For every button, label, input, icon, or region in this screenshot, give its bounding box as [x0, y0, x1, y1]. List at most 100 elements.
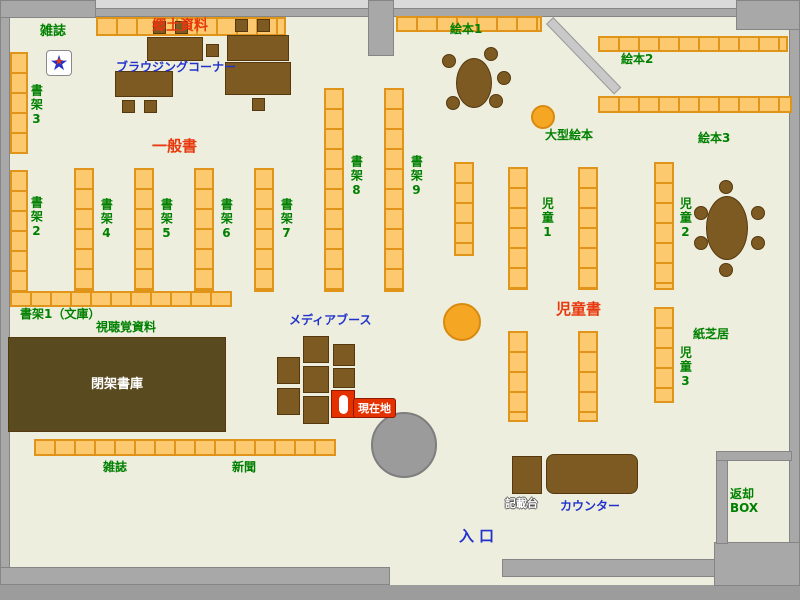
picture-books1-label: 絵本1 — [450, 22, 483, 36]
current-location-booth-highlight — [339, 395, 348, 414]
shelf-picture-books1 — [396, 16, 542, 32]
children-books-label: 児童書 — [556, 300, 602, 318]
shelf-center-small — [454, 162, 474, 256]
shelf4-label: 書架4 — [99, 198, 114, 242]
chair — [751, 236, 765, 250]
wall-topleft-block — [0, 0, 96, 18]
chair — [446, 96, 460, 110]
wall-returnbox-horizontal — [716, 451, 792, 461]
shelf-2 — [10, 170, 28, 292]
outside-bottom-strip — [0, 585, 800, 600]
pillar — [371, 412, 437, 478]
closed-stacks-label: 閉架書庫 — [90, 376, 143, 392]
shelf-3 — [10, 52, 28, 154]
media-booth-seat — [277, 388, 300, 415]
star-icon: ★ — [49, 50, 69, 75]
shelf-1-bunko-av — [10, 291, 232, 307]
shelf5-label: 書架5 — [159, 198, 174, 242]
wall-right — [789, 8, 800, 568]
closed-stacks: 閉架書庫 — [8, 337, 226, 432]
shelf-children2 — [654, 162, 674, 290]
shelf-6 — [194, 168, 214, 292]
media-booth-seat — [333, 368, 355, 388]
media-booth-seat — [333, 344, 355, 366]
counter-label: カウンター — [560, 499, 621, 513]
children2-label: 児童2 — [678, 197, 693, 241]
shelf-8 — [324, 88, 344, 292]
chair — [694, 206, 708, 220]
media-booth-seat — [303, 336, 329, 363]
audiovisual-label: 視聴覚資料 — [96, 320, 157, 334]
shelf-children-low-a — [508, 331, 528, 422]
newspapers-label: 新聞 — [232, 460, 257, 474]
local-materials-label: 郷土資料 — [152, 18, 208, 34]
chair — [442, 54, 456, 68]
wall-bottom-left — [0, 567, 390, 585]
chair — [489, 94, 503, 108]
shelf-9 — [384, 88, 404, 292]
children3-label: 児童3 — [678, 346, 693, 390]
chair — [497, 71, 511, 85]
chair — [206, 44, 219, 57]
browsing-table — [115, 71, 173, 97]
media-booth-seat — [303, 396, 329, 424]
chair — [751, 206, 765, 220]
writing-desk — [512, 456, 542, 494]
shelf8-label: 書架8 — [349, 155, 364, 199]
large-picture-books-label: 大型絵本 — [545, 128, 594, 142]
large-picture-book-shelf — [531, 105, 555, 129]
return-box-label: 返却 BOX — [730, 487, 759, 516]
browsing-table — [227, 35, 289, 61]
star-icon-inner: ★ — [54, 56, 64, 68]
round-table — [456, 58, 492, 108]
chair — [144, 100, 157, 113]
media-booth-seat — [303, 366, 329, 393]
current-location-marker: 現在地 — [353, 398, 396, 418]
current-location-booth — [331, 390, 355, 418]
magazines-bottom-label: 雑誌 — [103, 460, 128, 474]
picture-books2-label: 絵本2 — [621, 52, 654, 66]
shelf-magazines-newspapers — [34, 439, 336, 456]
browsing-table — [147, 37, 203, 61]
chair — [122, 100, 135, 113]
shelf-4 — [74, 168, 94, 292]
shelf-picture-books2 — [598, 36, 788, 52]
picture-books3-label: 絵本3 — [698, 131, 731, 145]
shelf-children-low-b — [578, 331, 598, 422]
shelf-children1-a — [508, 167, 528, 290]
chair — [694, 236, 708, 250]
shelf9-label: 書架9 — [409, 155, 424, 199]
wall-diagonal — [546, 17, 622, 95]
wall-bottom-right-bar — [502, 559, 720, 577]
magazines-top-label: 雑誌 — [40, 24, 67, 39]
media-booth-label: メディアブース — [289, 313, 372, 327]
wall-top-pillar — [368, 0, 394, 56]
shelf6-label: 書架6 — [219, 198, 234, 242]
chair — [719, 263, 733, 277]
shelf1-bunko-label: 書架1（文庫） — [20, 307, 101, 321]
round-shelf — [443, 303, 481, 341]
chair — [719, 180, 733, 194]
chair — [484, 47, 498, 61]
counter-desk — [546, 454, 638, 494]
chair — [252, 98, 265, 111]
chair — [235, 19, 248, 32]
general-books-label: 一般書 — [152, 137, 198, 155]
media-booth-seat — [277, 357, 300, 384]
children1-label: 児童1 — [540, 197, 555, 241]
writing-desk-label: 記載台 — [505, 497, 538, 510]
shelf2-label: 書架2 — [29, 196, 44, 240]
children-table — [706, 196, 748, 260]
shelf-7 — [254, 168, 274, 292]
chair — [153, 21, 166, 34]
wall-returnbox-vertical — [716, 451, 728, 544]
chair — [175, 21, 188, 34]
browsing-corner-label: ブラウジングコーナー — [116, 60, 237, 74]
magazine-star-icon: ★ ★ — [46, 50, 72, 76]
shelf7-label: 書架7 — [279, 198, 294, 242]
browsing-table — [225, 62, 291, 95]
shelf-5 — [134, 168, 154, 292]
chair — [257, 19, 270, 32]
shelf-children1-b — [578, 167, 598, 290]
